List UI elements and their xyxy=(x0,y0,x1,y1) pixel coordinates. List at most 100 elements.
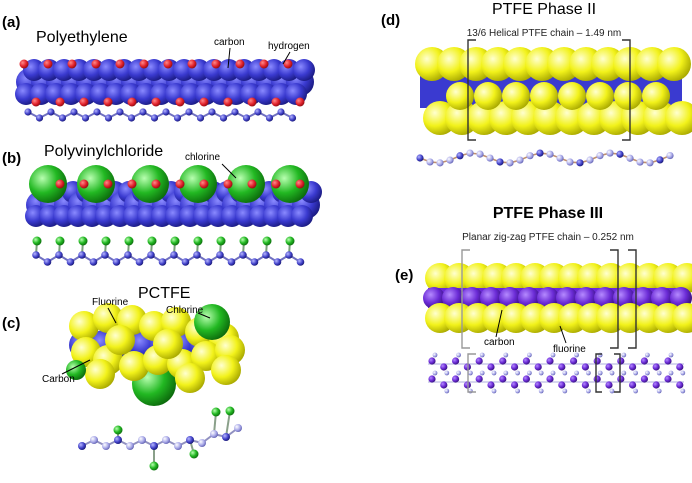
hydrogen-atom xyxy=(187,59,197,69)
stick-bracket-mid-e xyxy=(595,353,602,393)
chlorine-atom xyxy=(225,406,235,416)
carbon-atom xyxy=(127,114,136,122)
carbon-atom xyxy=(566,158,574,166)
carbon-atom xyxy=(58,114,67,122)
fluorine-atom xyxy=(574,352,579,358)
carbon-atom xyxy=(150,442,158,450)
leader-line-hydrogen xyxy=(282,51,291,65)
fluorine-atom xyxy=(456,352,461,358)
chlorine-atom xyxy=(29,165,67,203)
repeat-bracket-right-e xyxy=(628,249,637,349)
carbon-atom xyxy=(676,381,684,389)
repeat-bracket-left xyxy=(467,39,476,141)
pctfe-ball-stick-chain xyxy=(78,406,242,471)
fluorine-atom xyxy=(491,370,497,376)
hydrogen-atom xyxy=(223,179,233,189)
carbon-atom xyxy=(581,363,590,371)
panel-e-title: PTFE Phase III xyxy=(493,205,603,222)
chlorine-atom xyxy=(55,236,65,246)
fluorine-atom xyxy=(502,82,530,110)
carbon-atom xyxy=(440,363,448,371)
chlorine-atom xyxy=(271,165,309,203)
carbon-atom xyxy=(526,152,534,160)
carbon-atom xyxy=(254,108,262,116)
carbon-atom xyxy=(24,108,32,116)
carbon-atom xyxy=(126,442,134,450)
repeat-bracket-left-e xyxy=(461,249,470,349)
fluorine-atom xyxy=(530,82,558,110)
fluorine-atom xyxy=(479,352,485,358)
carbon-atom xyxy=(231,108,239,116)
chlorine-atom xyxy=(101,236,111,246)
fluorine-atom xyxy=(468,370,473,376)
stick-bracket-left-e xyxy=(467,353,476,393)
panel-e-label: (e) xyxy=(395,267,413,284)
carbon-atom xyxy=(277,108,285,116)
carbon-atom xyxy=(135,258,144,266)
fluorine-atom xyxy=(432,370,438,376)
fluorine-atom xyxy=(680,388,686,394)
hydrogen-atom xyxy=(103,179,113,189)
annotation-hydrogen: hydrogen xyxy=(268,41,310,52)
fluorine-atom xyxy=(550,370,556,376)
fluorine-atom xyxy=(574,370,579,376)
fluorine-atom xyxy=(645,370,650,376)
carbon-atom xyxy=(265,114,274,122)
carbon-atom xyxy=(499,357,507,365)
carbon-atom xyxy=(116,108,124,116)
fluorine-atom xyxy=(609,370,615,376)
annotation-chlorine: chlorine xyxy=(185,152,220,163)
hydrogen-atom xyxy=(103,97,113,107)
carbon-atom xyxy=(78,251,86,259)
carbon-atom xyxy=(640,357,649,365)
carbon-atom xyxy=(114,436,122,444)
carbon-atom xyxy=(534,363,542,371)
carbon-atom xyxy=(593,375,601,383)
repeat-bracket-mid-e xyxy=(610,249,619,349)
fluorine-atom xyxy=(656,370,662,376)
fluorine-atom xyxy=(586,388,591,394)
carbon-atom xyxy=(291,205,313,227)
leader-line-fluorine-c xyxy=(107,307,117,324)
hydrogen-atom xyxy=(235,59,245,69)
carbon-atom xyxy=(452,375,460,383)
carbon-atom xyxy=(522,375,531,383)
carbon-atom xyxy=(81,114,90,122)
carbon-atom xyxy=(436,159,444,167)
fluorine-atom xyxy=(444,388,450,394)
fluorine-atom xyxy=(562,388,568,394)
hydrogen-atom xyxy=(199,179,209,189)
carbon-atom xyxy=(426,158,434,166)
carbon-atom xyxy=(664,375,672,383)
fluorine-atom xyxy=(586,82,614,110)
fluorine-atom xyxy=(586,370,591,376)
ptfe-phase3-space-filling-model xyxy=(423,263,692,333)
fluorine-atom xyxy=(503,352,509,358)
carbon-atom xyxy=(652,363,660,371)
carbon-atom xyxy=(596,152,604,160)
fluorine-atom xyxy=(633,388,638,394)
carbon-atom xyxy=(242,114,251,122)
carbon-atom xyxy=(234,424,242,432)
carbon-atom xyxy=(586,156,594,164)
carbon-atom xyxy=(546,375,554,383)
carbon-atom xyxy=(475,375,483,383)
carbon-atom xyxy=(150,114,159,122)
fluorine-atom xyxy=(597,370,603,376)
panel-a-label: (a) xyxy=(2,14,20,31)
leader-line-carbon-e xyxy=(495,309,503,338)
fluorine-atom xyxy=(515,388,520,394)
fluorine-atom xyxy=(85,359,115,389)
carbon-atom xyxy=(546,150,554,158)
fluorine-atom xyxy=(668,370,674,376)
carbon-atom xyxy=(216,251,224,259)
fluorine-atom xyxy=(446,82,474,110)
fluorine-atom xyxy=(614,82,642,110)
chlorine-atom xyxy=(113,425,123,435)
chlorine-atom xyxy=(193,236,203,246)
hydrogen-atom xyxy=(91,59,101,69)
carbon-atom xyxy=(487,363,495,371)
carbon-atom xyxy=(296,258,305,266)
carbon-atom xyxy=(629,363,637,371)
panel-d-label: (d) xyxy=(381,12,400,29)
